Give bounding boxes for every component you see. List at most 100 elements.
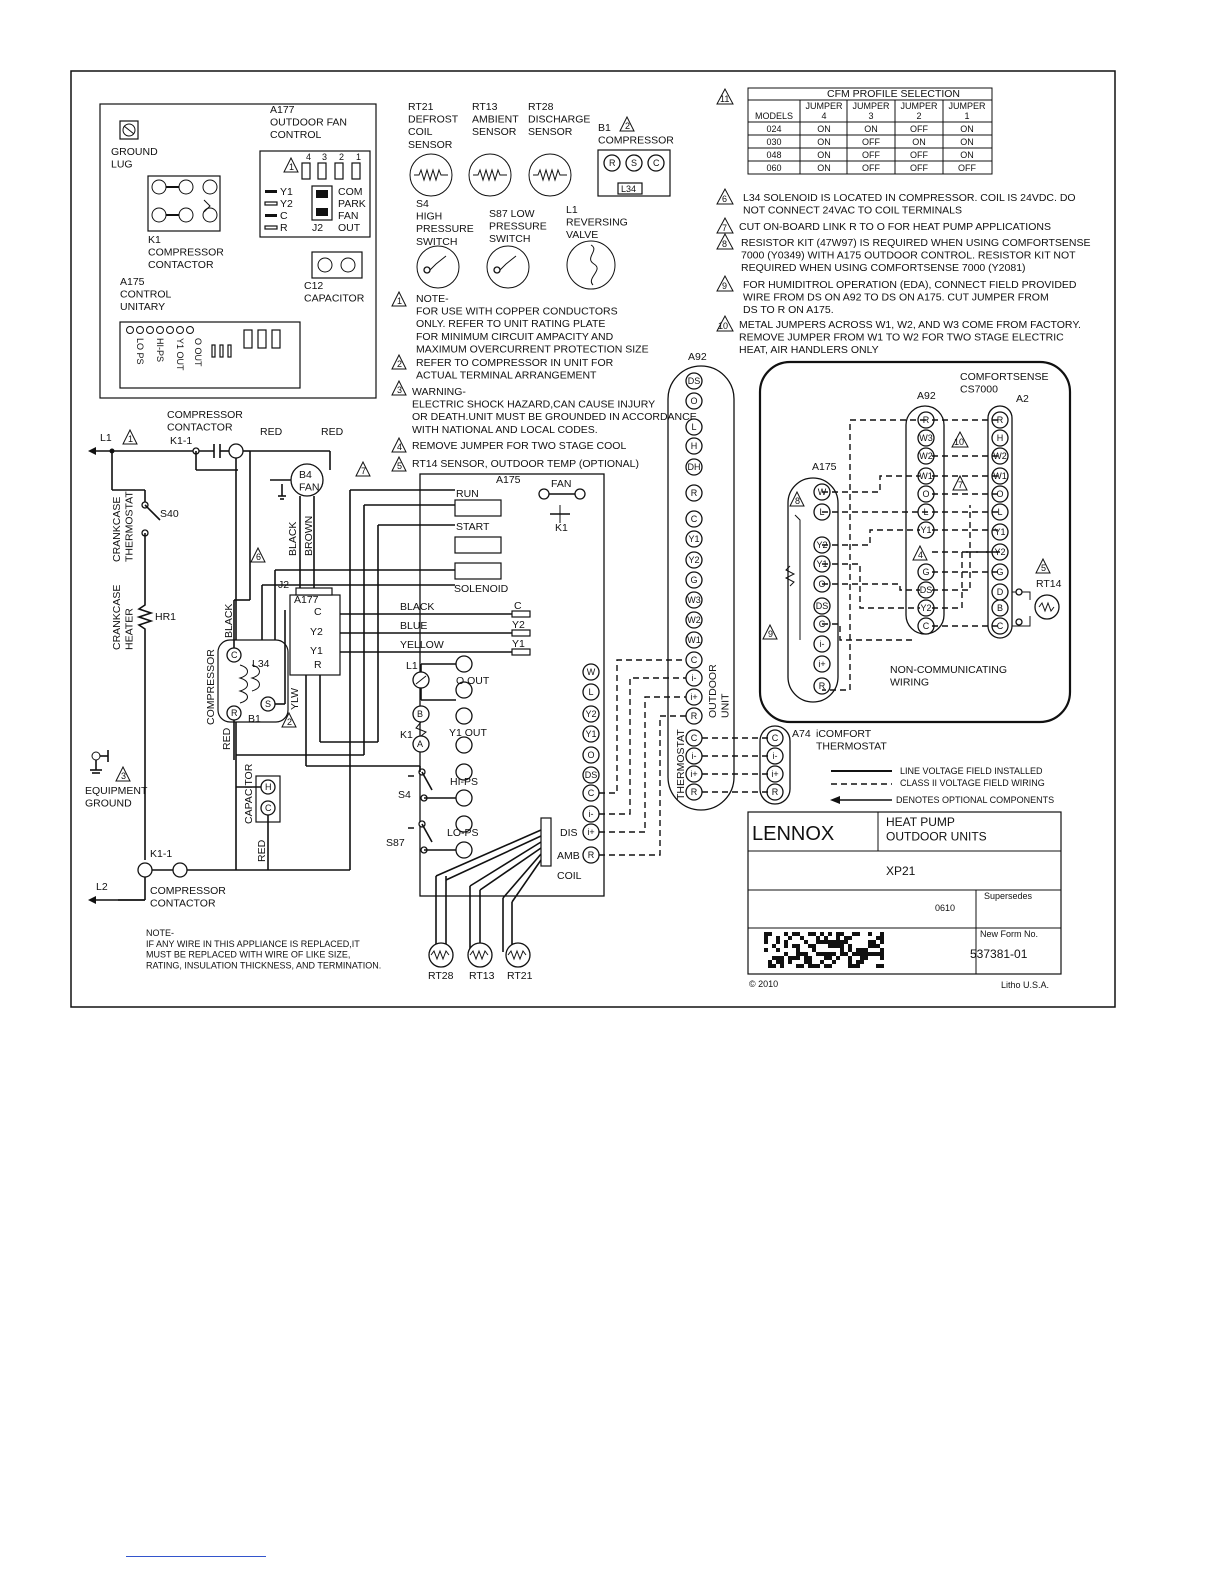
svg-text:Y1: Y1 (920, 525, 931, 535)
a92-terminal: R (685, 484, 703, 502)
cfm-table-cell: OFF (910, 163, 928, 173)
svg-text:DS: DS (920, 585, 933, 595)
svg-text:DH: DH (688, 462, 701, 472)
a175-terminal: i- (582, 805, 600, 823)
outdoor-unit-label: OUTDOORUNIT (707, 664, 732, 718)
a175-board-label: A175 (496, 474, 521, 486)
svg-text:3: 3 (121, 771, 126, 781)
a177-output-wires (340, 610, 531, 656)
crankcase-heater-label: CRANKCASEHEATER (111, 585, 136, 650)
a175-terminal: O (582, 746, 600, 764)
svg-text:R: R (691, 711, 698, 721)
cs-a92-terminal: Y1 (917, 521, 935, 539)
yellow-a177-wire: YELLOW (400, 639, 444, 651)
compressor-side-label: COMPRESSOR (205, 649, 217, 725)
svg-text:7: 7 (958, 480, 963, 490)
svg-text:DS: DS (688, 376, 701, 386)
a92-terminal: DH (685, 458, 703, 476)
svg-text:R: R (280, 222, 288, 234)
cfm-table-cell: ON (960, 150, 974, 160)
red-capacitor-label: RED (256, 839, 268, 862)
svg-text:5: 5 (1041, 563, 1046, 573)
rt13-sensor-icon (468, 153, 512, 197)
red-wire-label-2: RED (321, 426, 344, 438)
copyright-label: © 2010 (749, 979, 778, 989)
svg-text:R: R (609, 158, 616, 168)
cfm-table-cell: OFF (910, 150, 928, 160)
svg-text:C: C (265, 803, 272, 813)
a92-terminal: R (685, 707, 703, 725)
b1-note-triangle: 2 (619, 115, 635, 132)
cfm-note-triangle: 11 (716, 87, 734, 105)
svg-text:C: C (588, 788, 595, 798)
a92-to-a74-wiring (702, 737, 768, 793)
svg-text:Y2: Y2 (280, 198, 293, 210)
cfm-table-cell: 030 (766, 137, 781, 147)
svg-text:i+: i+ (690, 769, 697, 779)
svg-text:2: 2 (625, 121, 630, 131)
cfm-table-cell: ON (817, 124, 831, 134)
b4-fan-motor-icon (270, 463, 324, 590)
black-compressor-label: BLACK (223, 604, 235, 638)
component-layout-box (99, 103, 377, 399)
c-end-label: C (514, 600, 522, 612)
cfm-header-cell: JUMPER (948, 101, 986, 111)
supersedes-label: Supersedes (984, 891, 1033, 901)
a177-jumpers (301, 162, 361, 180)
a175-terminal: DS (582, 766, 600, 784)
svg-text:W1: W1 (919, 471, 933, 481)
cs-a2-terminal: Y1 (991, 523, 1009, 541)
svg-text:R: R (231, 708, 238, 718)
a175-to-a92-wiring (599, 659, 686, 856)
a92-thermostat-terminal: i- (685, 747, 703, 765)
svg-text:H: H (265, 782, 272, 792)
cfm-table-cell: 048 (766, 150, 781, 160)
o-out-label: O OUT (456, 675, 490, 687)
legend-class2: CLASS II VOLTAGE FIELD WIRING (900, 778, 1045, 788)
cs-a92-terminal: W2 (917, 447, 935, 465)
a92-terminal: C (685, 510, 703, 528)
a92-strip-label: A92 (688, 351, 707, 363)
svg-text:Y1: Y1 (280, 186, 293, 198)
cfm-table-cell: ON (817, 150, 831, 160)
solenoid-label: SOLENOID (454, 583, 509, 595)
a92-terminal: W1 (685, 631, 703, 649)
a92-terminal: W3 (685, 591, 703, 609)
legend: LINE VOLTAGE FIELD INSTALLED CLASS II VO… (830, 766, 1054, 805)
a92-terminal: O (685, 392, 703, 410)
capacitor-label: CAPACITOR (243, 763, 255, 824)
svg-text:2: 2 (287, 717, 292, 727)
cfm-table-cell: 024 (766, 124, 781, 134)
rt28-schematic-label: RT28 (428, 970, 454, 982)
ground-lug-icon (119, 120, 139, 140)
blue-a177-wire: BLUE (400, 620, 427, 632)
cfm-table-cell: OFF (862, 163, 880, 173)
bottom-note: NOTE-IF ANY WIRE IN THIS APPLIANCE IS RE… (146, 928, 381, 970)
cs-a92-terminal: C (917, 617, 935, 635)
cfm-table-title: CFM PROFILE SELECTION (827, 88, 960, 100)
brand-label: LENNOX (752, 823, 834, 845)
comfortsense-box (758, 360, 1072, 724)
svg-text:W3: W3 (687, 595, 701, 605)
svg-text:R: R (691, 488, 698, 498)
cs-a2-strip (987, 405, 1013, 639)
cfm-table-cell: OFF (862, 137, 880, 147)
cfm-table-cell: OFF (910, 124, 928, 134)
svg-text:R: R (588, 850, 595, 860)
lo-ps-label: LO-PS (447, 827, 479, 839)
svg-text:WARNING-ELECTRIC SHOCK HAZARD,: WARNING-ELECTRIC SHOCK HAZARD,CAN CAUSE … (412, 386, 697, 436)
svg-text:C: C (653, 158, 660, 168)
red-compressor-label: RED (221, 727, 233, 750)
dis-label: DIS (560, 827, 578, 839)
